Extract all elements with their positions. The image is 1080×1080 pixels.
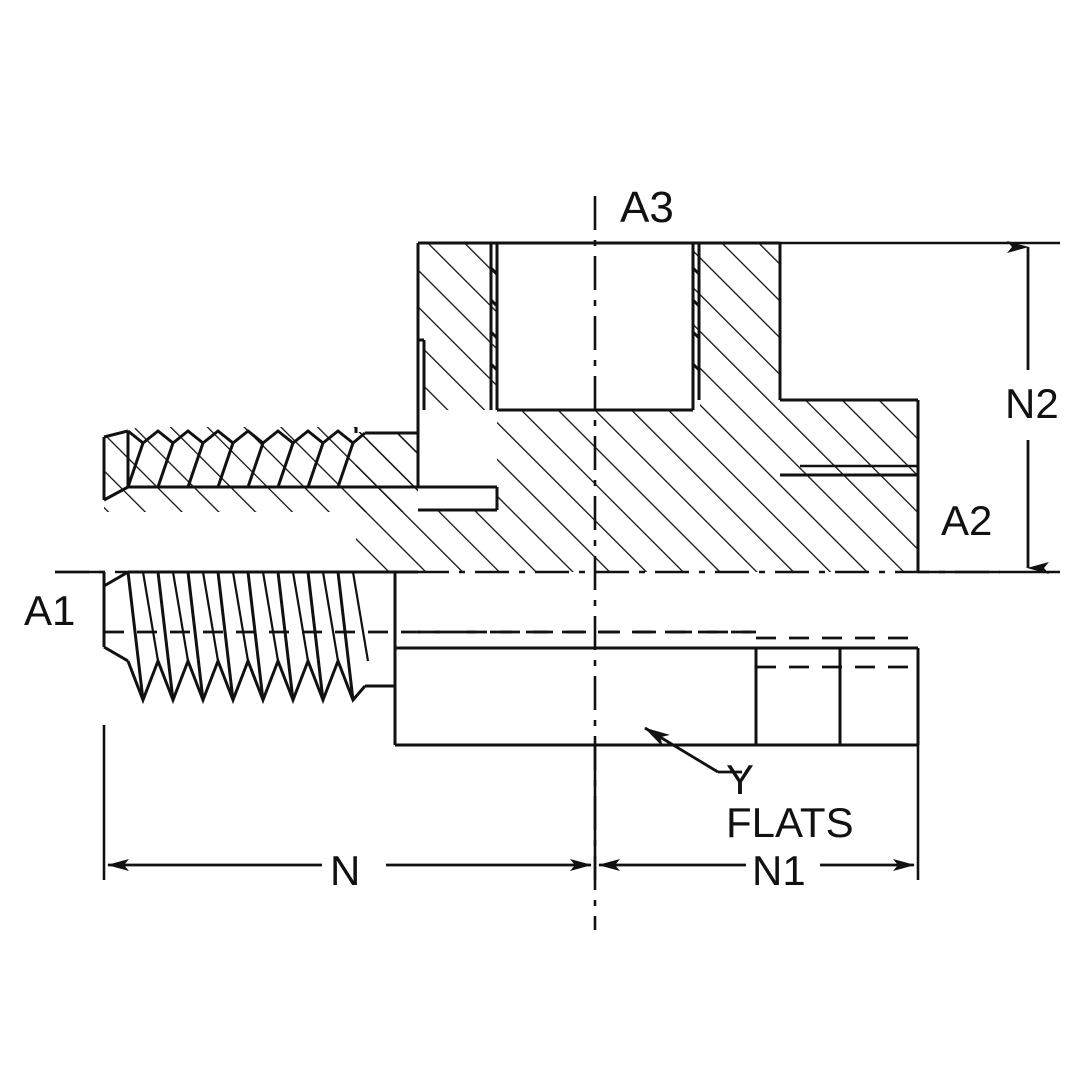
body-and-right-port-section [354,398,920,572]
label-a2: A2 [941,497,993,544]
hex-flats-body [395,646,920,747]
label-n2: N2 [1005,380,1059,427]
label-n1: N1 [752,847,806,894]
left-male-thread-outside-view [102,570,840,747]
label-y: Y [726,756,755,803]
vertical-branch-section [416,241,782,433]
label-n: N [330,847,361,894]
label-flats: FLATS [726,799,854,846]
left-male-thread-section [102,429,420,502]
label-a3: A3 [620,183,674,232]
dimension-lines [107,241,1049,871]
label-a1: A1 [24,587,76,634]
leader-y-flats [644,726,719,774]
section-hatching [104,243,918,572]
